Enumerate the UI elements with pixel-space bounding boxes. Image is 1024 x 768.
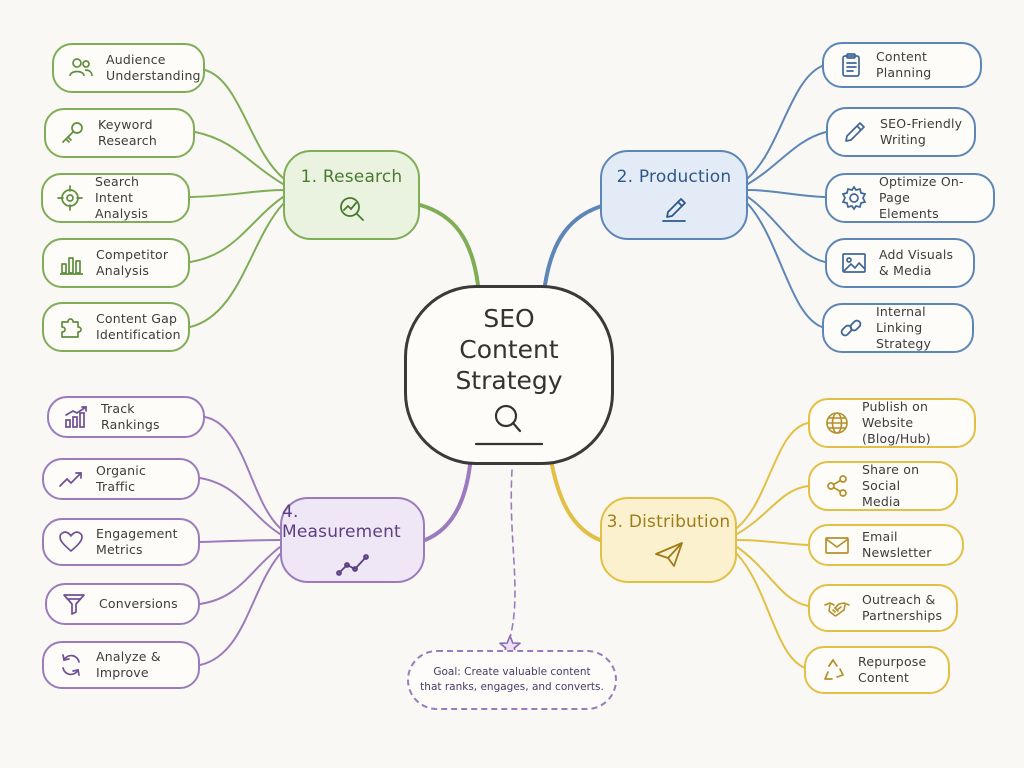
- leaf-label: Repurpose Content: [858, 654, 927, 685]
- leaf-internal-linking-strategy[interactable]: Internal Linking Strategy: [822, 303, 974, 353]
- recycle-icon: [824, 659, 844, 680]
- leaf-label: Analyze & Improve: [96, 649, 161, 680]
- goal-box: Goal: Create valuable content that ranks…: [407, 650, 617, 710]
- magnifier-chart-icon: [339, 197, 364, 221]
- leaf-search-intent-analysis[interactable]: Search Intent Analysis: [41, 173, 190, 223]
- leaf-label: Content Planning: [876, 49, 932, 80]
- leaf-keyword-research[interactable]: Keyword Research: [44, 108, 195, 158]
- measurement-hub-title: 4. Measurement: [282, 502, 401, 542]
- central-topic-title: SEO Content Strategy: [455, 303, 563, 395]
- leaf-label: Add Visuals & Media: [879, 247, 954, 278]
- magnifier-icon: [474, 404, 544, 445]
- leaf-label: Email Newsletter: [862, 529, 932, 560]
- production-hub[interactable]: 2. Production: [600, 150, 748, 240]
- leaf-label: Engagement Metrics: [96, 526, 178, 557]
- connector-center-production: [543, 203, 607, 287]
- connector-center-research: [418, 203, 480, 287]
- leaf-label: Internal Linking Strategy: [876, 304, 932, 351]
- leaf-track-rankings[interactable]: Track Rankings: [47, 396, 205, 438]
- leaf-label: Publish on Website (Blog/Hub): [862, 399, 931, 446]
- trend-icon: [59, 472, 82, 487]
- leaf-analyze-improve[interactable]: Analyze & Improve: [42, 641, 200, 689]
- pencil-icon: [662, 198, 686, 222]
- leaf-optimize-on-page-elements[interactable]: Optimize On-Page Elements: [825, 173, 995, 223]
- line-chart-icon: [335, 554, 369, 576]
- share-icon: [827, 475, 847, 497]
- leaf-label: Optimize On-Page Elements: [879, 174, 964, 221]
- leaf-outreach-partnerships[interactable]: Outreach & Partnerships: [808, 584, 958, 632]
- distribution-hub-title: 3. Distribution: [606, 512, 731, 532]
- production-hub-title: 2. Production: [616, 167, 732, 187]
- target-icon: [57, 185, 83, 211]
- connector-center-measurement: [423, 463, 472, 542]
- heart-icon: [59, 531, 83, 552]
- leaf-seo-friendly-writing[interactable]: SEO-Friendly Writing: [826, 107, 976, 157]
- leaf-publish-on-website[interactable]: Publish on Website (Blog/Hub): [808, 398, 976, 448]
- leaf-competitor-analysis[interactable]: Competitor Analysis: [42, 238, 190, 288]
- connector-center-goal: [509, 469, 516, 639]
- leaf-engagement-metrics[interactable]: Engagement Metrics: [42, 518, 200, 566]
- leaf-content-gap-identification[interactable]: Content Gap Identification: [42, 302, 190, 352]
- leaf-content-planning[interactable]: Content Planning: [822, 42, 982, 88]
- leaf-label: Audience Understanding: [106, 52, 201, 83]
- leaf-label: Track Rankings: [101, 401, 160, 432]
- rankings-icon: [65, 406, 87, 428]
- leaf-label: Search Intent Analysis: [95, 174, 149, 221]
- funnel-icon: [63, 594, 85, 615]
- handshake-icon: [824, 602, 850, 617]
- paper-plane-icon: [654, 542, 683, 567]
- research-hub[interactable]: 1. Research: [283, 150, 420, 240]
- clipboard-icon: [842, 53, 860, 77]
- leaf-conversions[interactable]: Conversions: [45, 583, 200, 625]
- users-icon: [69, 58, 93, 77]
- leaf-label: Conversions: [99, 596, 178, 611]
- leaf-label: Competitor Analysis: [96, 247, 169, 278]
- central-topic[interactable]: SEO Content Strategy: [404, 285, 614, 465]
- distribution-hub[interactable]: 3. Distribution: [600, 497, 737, 583]
- leaf-label: SEO-Friendly Writing: [880, 116, 963, 147]
- leaf-organic-traffic[interactable]: Organic Traffic: [42, 458, 200, 500]
- goal-text: Goal: Create valuable content that ranks…: [420, 666, 604, 693]
- refresh-icon: [62, 654, 80, 676]
- envelope-icon: [825, 537, 849, 554]
- leaf-label: Outreach & Partnerships: [862, 592, 943, 623]
- leaf-email-newsletter[interactable]: Email Newsletter: [808, 524, 964, 566]
- leaf-label: Share on Social Media: [862, 462, 920, 509]
- leaf-repurpose-content[interactable]: Repurpose Content: [804, 646, 950, 694]
- measurement-hub[interactable]: 4. Measurement: [280, 497, 425, 583]
- research-hub-title: 1. Research: [300, 167, 403, 187]
- gear-icon: [841, 185, 867, 211]
- key-icon: [62, 122, 83, 143]
- leaf-add-visuals-media[interactable]: Add Visuals & Media: [825, 238, 975, 288]
- leaf-share-on-social-media[interactable]: Share on Social Media: [808, 461, 958, 511]
- leaf-label: Content Gap Identification: [96, 311, 181, 342]
- connector-center-distribution: [550, 463, 602, 542]
- bar-chart-icon: [60, 257, 83, 275]
- puzzle-icon: [61, 318, 82, 338]
- globe-icon: [826, 412, 848, 434]
- leaf-label: Organic Traffic: [96, 463, 147, 494]
- pen-icon: [845, 122, 865, 142]
- leaf-audience-understanding[interactable]: Audience Understanding: [52, 43, 205, 93]
- leaf-label: Keyword Research: [98, 117, 157, 148]
- image-icon: [842, 253, 866, 273]
- link-icon: [840, 319, 862, 337]
